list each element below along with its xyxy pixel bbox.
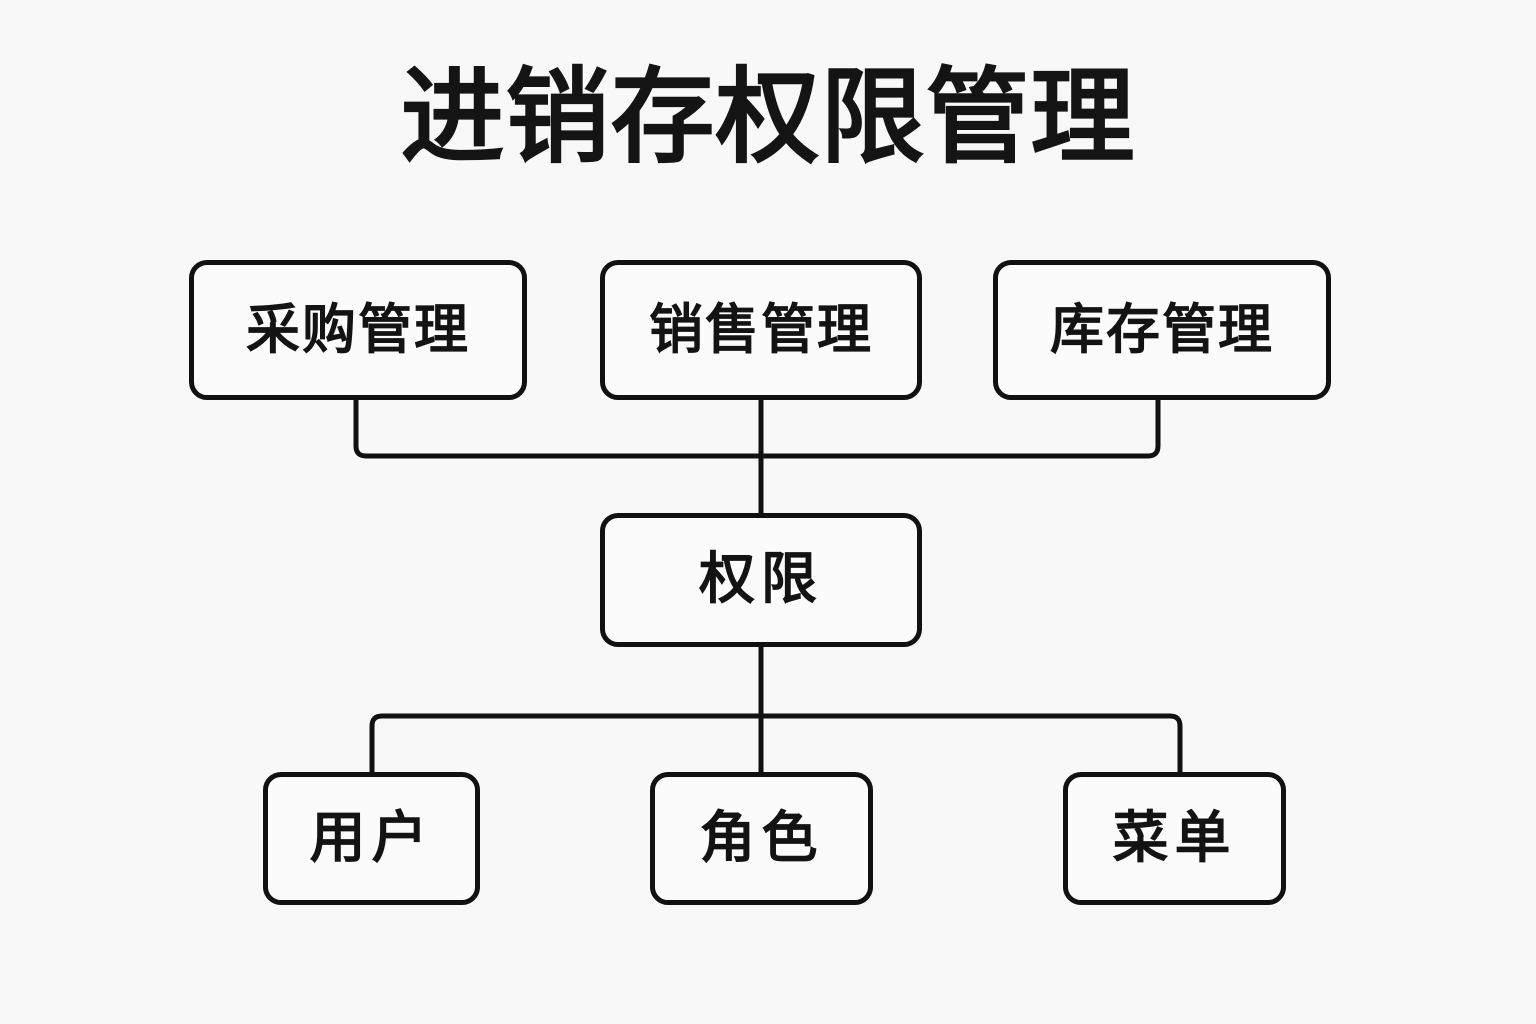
node-label: 采购管理 bbox=[246, 298, 470, 361]
node-label: 销售管理 bbox=[649, 298, 873, 361]
node-label: 库存管理 bbox=[1050, 298, 1274, 361]
node-inventory-management[interactable]: 库存管理 bbox=[993, 260, 1331, 400]
node-sales-management[interactable]: 销售管理 bbox=[600, 260, 922, 400]
node-label: 菜单 bbox=[1112, 805, 1237, 871]
node-user[interactable]: 用户 bbox=[263, 772, 480, 905]
node-permission[interactable]: 权限 bbox=[600, 513, 922, 647]
node-role[interactable]: 角色 bbox=[650, 772, 873, 905]
node-label: 权限 bbox=[699, 547, 823, 612]
page-title: 进销存权限管理 bbox=[400, 56, 1136, 178]
node-menu[interactable]: 菜单 bbox=[1063, 772, 1286, 905]
node-purchase-management[interactable]: 采购管理 bbox=[189, 260, 527, 400]
edge-modules-bus bbox=[353, 400, 1161, 459]
edge-bus-entities bbox=[369, 713, 1183, 772]
node-label: 角色 bbox=[699, 805, 824, 871]
node-label: 用户 bbox=[309, 805, 434, 871]
